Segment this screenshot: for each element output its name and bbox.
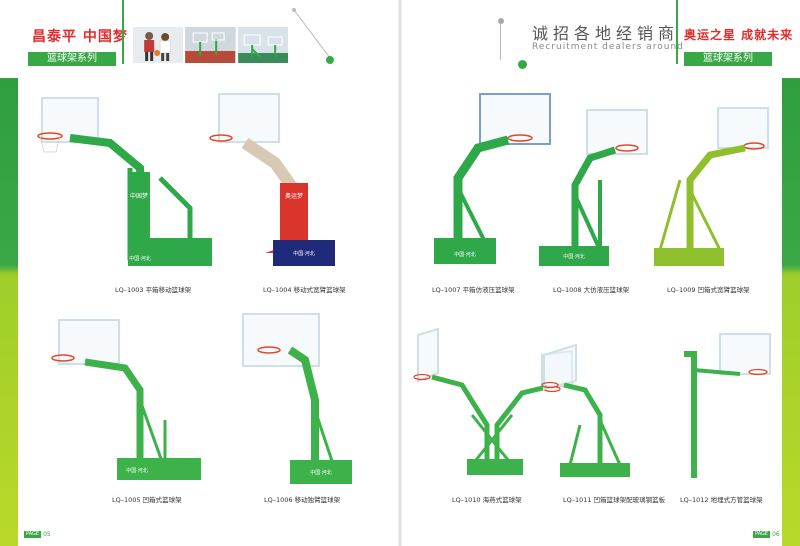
page-number-right-value: 06 bbox=[772, 531, 780, 538]
caption-lq-1010: LQ–1010 海燕式篮球架 bbox=[452, 496, 522, 504]
product-base-print-lq-1005: 中国·河北 bbox=[126, 467, 148, 474]
caption-lq-1007: LQ–1007 平箱仿液压篮球架 bbox=[432, 286, 515, 294]
left-sidebar-stripe bbox=[0, 78, 18, 546]
olympic-tagline: 奥运之星 成就未来 bbox=[684, 28, 794, 42]
product-base-print-lq-1006: 中国·河北 bbox=[310, 469, 332, 476]
product-image-lq-1007: 中国·河北 bbox=[434, 93, 551, 264]
right-series-label: 篮球架系列 bbox=[684, 52, 772, 66]
court-photo-1 bbox=[185, 27, 236, 63]
caption-lq-1004: LQ–1004 移动式宽臂篮球架 bbox=[263, 286, 346, 294]
product-image-lq-1009 bbox=[654, 107, 769, 266]
product-base-print-lq-1004: 中国·河北 bbox=[293, 250, 315, 257]
recruit-subheading: Recruitment dealers around bbox=[532, 42, 684, 52]
left-series-label: 篮球架系列 bbox=[28, 52, 116, 66]
page-number-left: PAGE 05 bbox=[24, 531, 51, 538]
caption-lq-1005: LQ–1005 凹箱式篮球架 bbox=[112, 496, 182, 504]
decorative-line bbox=[292, 8, 334, 64]
product-print-lq-1004: 奥运梦 bbox=[285, 192, 303, 200]
product-image-lq-1003: 中国梦 中国·河北 bbox=[37, 97, 212, 266]
caption-lq-1011: LQ–1011 凹箱篮球架配玻璃钢篮板 bbox=[563, 496, 666, 504]
page-number-right: PAGE 06 bbox=[753, 531, 780, 538]
right-divider bbox=[676, 0, 678, 64]
left-divider bbox=[122, 0, 124, 64]
page-gutter bbox=[398, 0, 402, 546]
caption-lq-1009: LQ–1009 凹箱式宽臂篮球架 bbox=[667, 286, 750, 294]
header-photo-strip bbox=[133, 27, 288, 63]
caption-lq-1008: LQ–1008 大仿液压篮球架 bbox=[553, 286, 630, 294]
players-photo bbox=[133, 27, 184, 63]
product-base-print-lq-1007: 中国·河北 bbox=[454, 251, 476, 258]
product-base-print-lq-1003: 中国·河北 bbox=[129, 255, 151, 262]
product-image-lq-1005: 中国·河北 bbox=[51, 319, 201, 480]
court-photo-2 bbox=[237, 27, 288, 63]
page-label-right: PAGE bbox=[753, 531, 771, 538]
caption-lq-1003: LQ–1003 平箱移动篮球架 bbox=[115, 286, 192, 294]
caption-lq-1012: LQ–1012 地埋式方管篮球架 bbox=[680, 496, 763, 504]
decorative-dot-bottom bbox=[518, 60, 527, 69]
page-label-left: PAGE bbox=[24, 531, 42, 538]
page-number-left-value: 05 bbox=[43, 531, 51, 538]
product-image-lq-1008: 中国·河北 bbox=[539, 109, 648, 266]
decorative-dot-top bbox=[498, 18, 504, 24]
recruit-heading: 诚招各地经销商 bbox=[532, 24, 680, 43]
caption-lq-1006: LQ–1006 移动独臂篮球架 bbox=[264, 496, 341, 504]
product-image-lq-1004: 奥运梦 中国·河北 bbox=[209, 93, 335, 266]
product-image-lq-1012 bbox=[684, 333, 771, 478]
product-print-lq-1003: 中国梦 bbox=[130, 192, 148, 200]
decorative-line-right bbox=[500, 24, 501, 60]
product-image-lq-1006: 中国·河北 bbox=[242, 313, 352, 484]
product-base-print-lq-1008: 中国·河北 bbox=[563, 253, 585, 260]
brand-title: 昌泰平 中国梦 bbox=[32, 29, 128, 45]
product-image-lq-1011 bbox=[541, 343, 630, 477]
right-sidebar-stripe bbox=[782, 78, 800, 546]
